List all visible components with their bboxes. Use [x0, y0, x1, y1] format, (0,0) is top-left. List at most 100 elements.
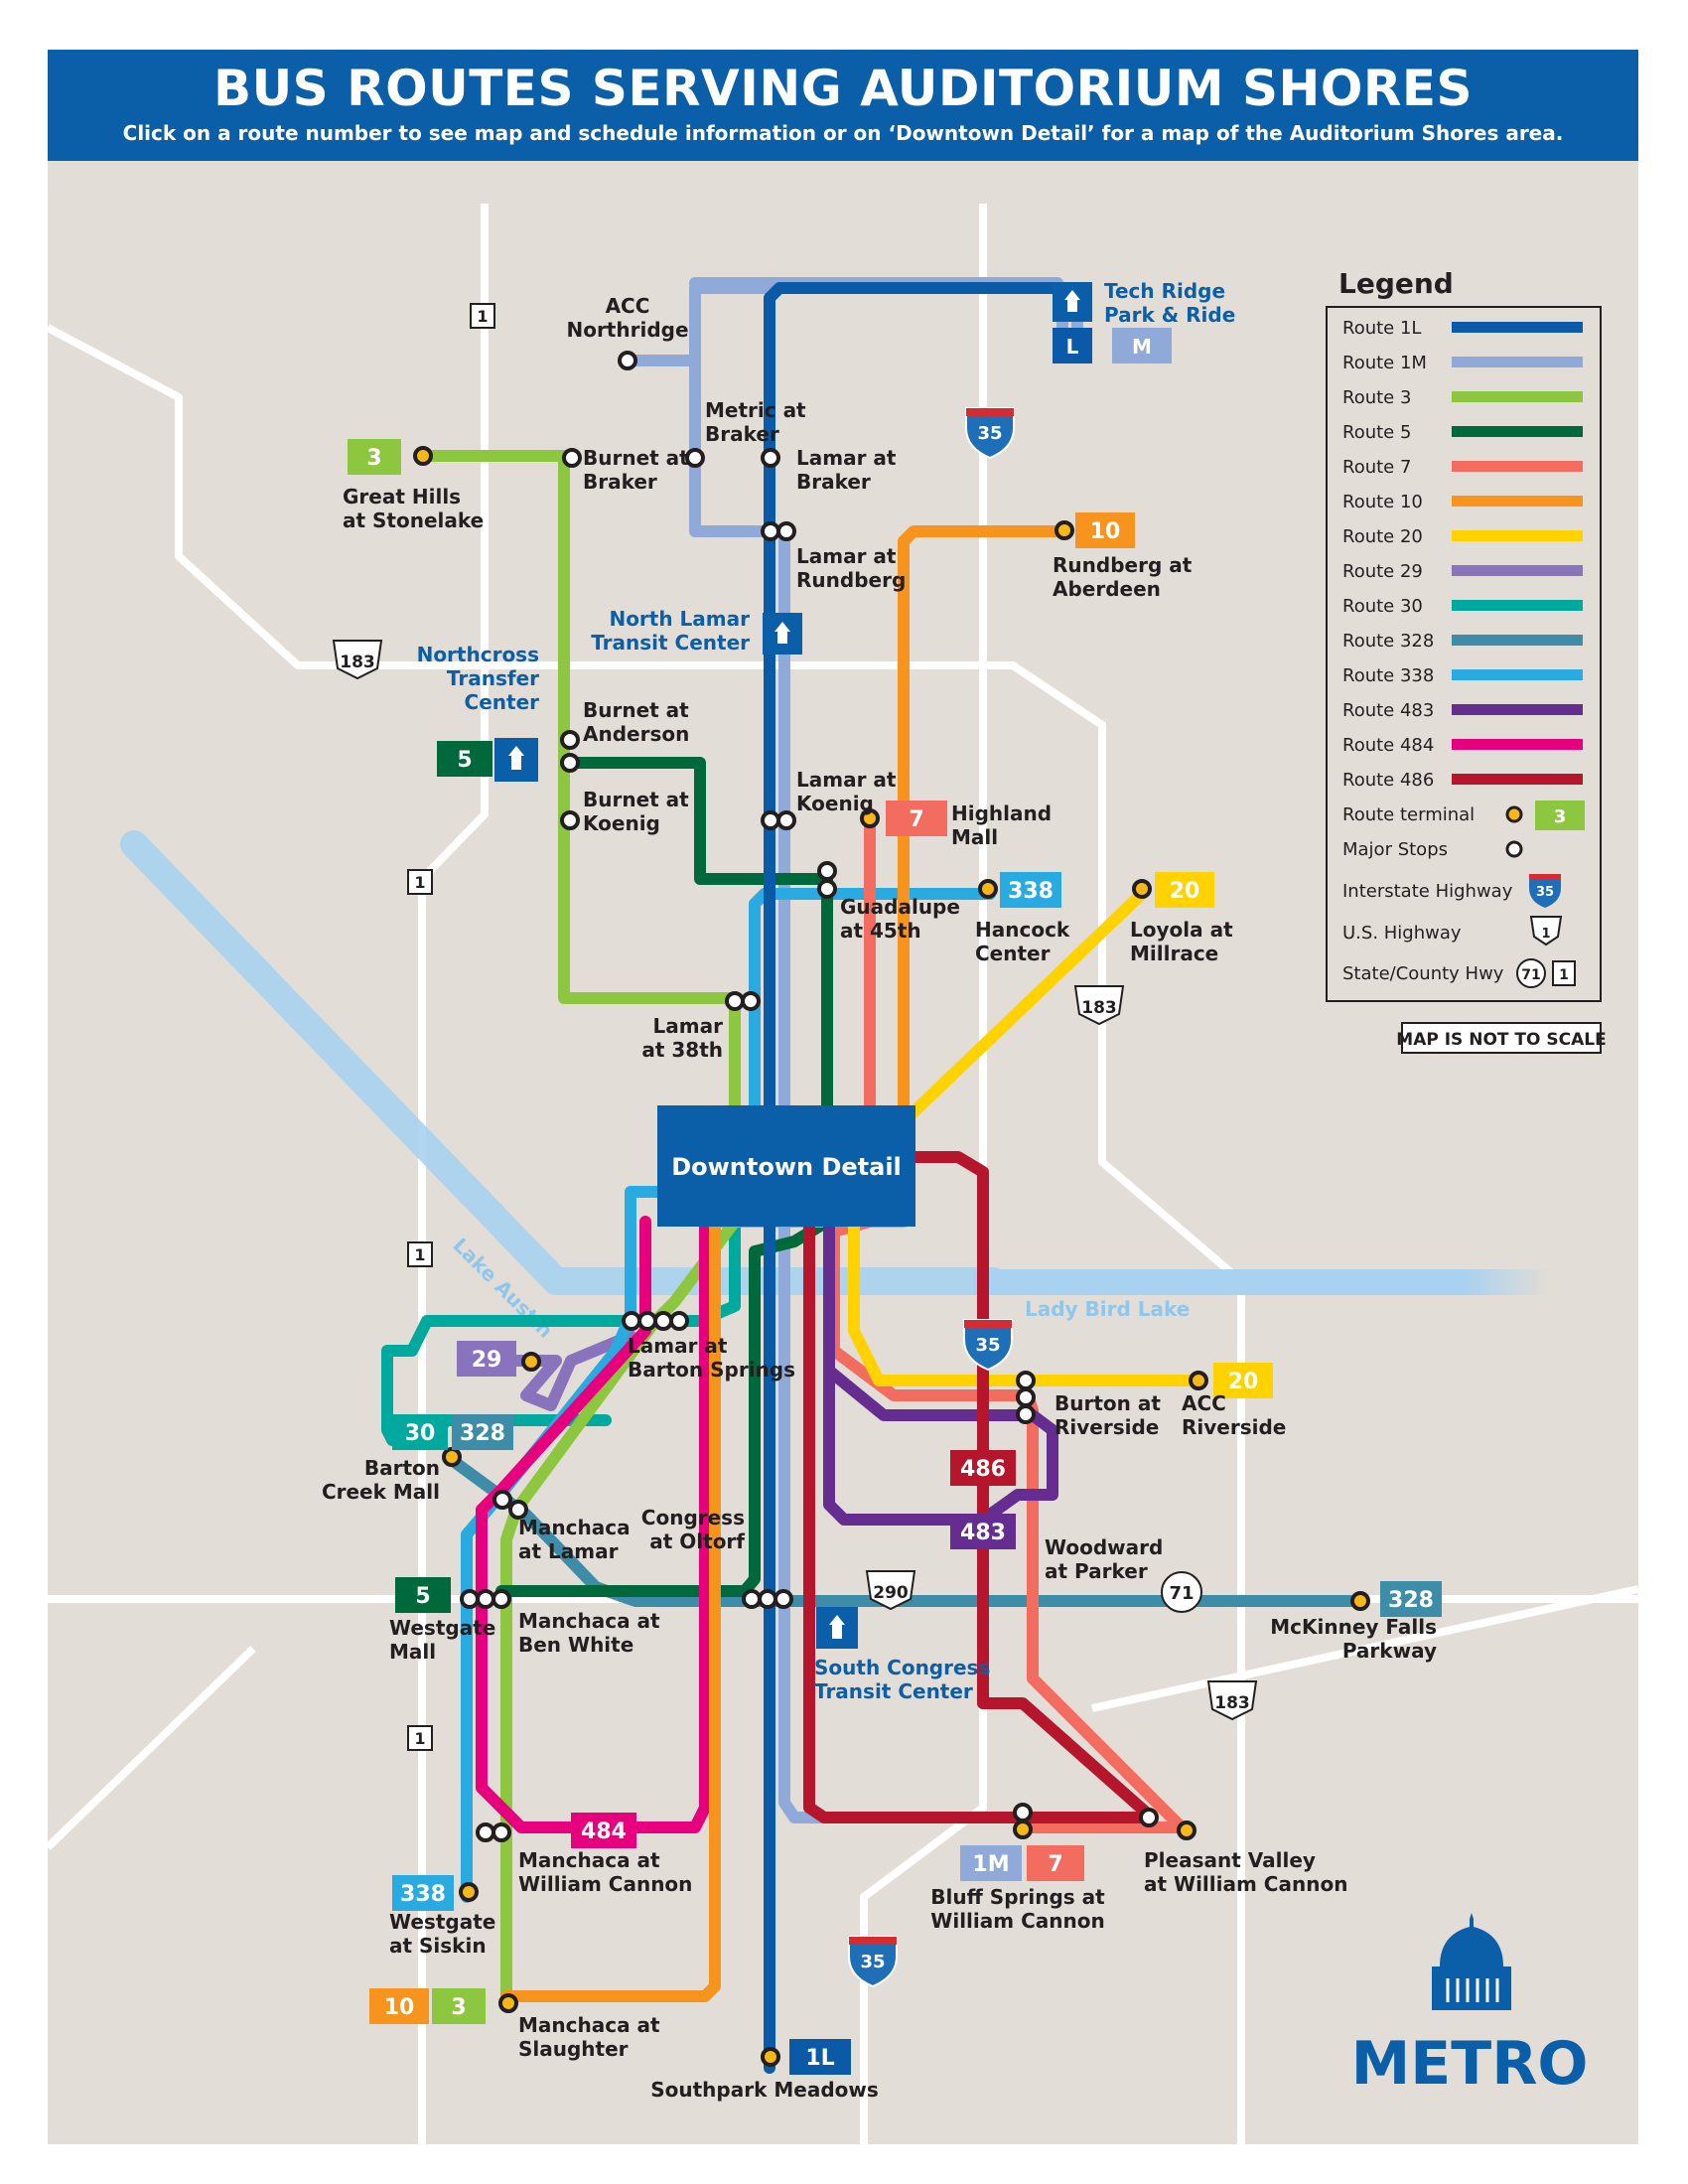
badge-route-483[interactable]: 483 [950, 1514, 1016, 1549]
badge-route-20-south[interactable]: 20 [1213, 1363, 1273, 1398]
stop-highland-mall-line: Mall [951, 825, 998, 849]
badge-route-20-north-text: 20 [1170, 879, 1200, 904]
lady-bird-lake-label: Lady Bird Lake [1025, 1297, 1190, 1321]
interstate-35-middle-icon: 35 [963, 1319, 1013, 1372]
legend-terminal-dot [1505, 805, 1523, 823]
badge-route-328-west[interactable]: 328 [452, 1414, 513, 1450]
badge-route-10-north-text: 10 [1090, 519, 1121, 544]
northcross-line-3: Center [465, 690, 540, 714]
badge-route-7-north[interactable]: 7 [886, 801, 947, 836]
i35-middle-num: 35 [975, 1335, 1000, 1356]
sh1-a-num: 1 [477, 307, 488, 326]
badge-route-20-north[interactable]: 20 [1155, 872, 1214, 908]
badge-M[interactable] [1112, 328, 1172, 364]
badge-route-29[interactable]: 29 [457, 1341, 516, 1377]
stop-westgate-mall-line: Westgate [389, 1616, 495, 1640]
stop-lamar-barton-line: Lamar at [628, 1334, 728, 1358]
legend-route-swatch [1452, 635, 1583, 646]
stop-bluff-springs-line: Bluff Springs at [930, 1885, 1105, 1909]
legend-us-label: U.S. Highway [1342, 923, 1462, 944]
legend-route-label: Route 10 [1342, 492, 1423, 512]
stop-metric-braker-line: Braker [705, 422, 779, 446]
stop-lamar-rundberg-line: Rundberg [796, 568, 906, 592]
metro-logo: METRO [1351, 1913, 1588, 2099]
route-badges: 3 10 5 7 338 20 29 20 30 328 486 483 5 3… [348, 439, 1442, 2075]
stop-markers [460, 351, 1159, 1842]
legend-state-label: State/County Hwy [1342, 963, 1504, 984]
scale-note: MAP IS NOT TO SCALE [1396, 1022, 1607, 1054]
downtown-detail-label: Downtown Detail [671, 1153, 902, 1181]
stop-burnet-anderson-line: Burnet at [583, 698, 689, 722]
legend-route-swatch [1452, 565, 1583, 576]
badge-route-7-south[interactable]: 7 [1027, 1845, 1084, 1881]
badge-route-1L-south-text: 1L [805, 2046, 834, 2071]
legend-route-swatch [1452, 496, 1583, 507]
tech-ridge-line-1: Tech Ridge [1104, 279, 1225, 303]
legend-route-label: Route 328 [1342, 631, 1434, 652]
route-483-line [823, 1216, 1058, 1526]
badge-route-486[interactable]: 486 [950, 1450, 1016, 1486]
northcross-line-1: Northcross [417, 643, 539, 666]
route-486-line [803, 1151, 1158, 1823]
stop-burnet-koenig-line: Koenig [583, 811, 660, 835]
us183-south-num: 183 [1214, 1693, 1250, 1713]
badge-route-10-south[interactable]: 10 [369, 1988, 429, 2024]
badge-route-5-south-text: 5 [415, 1584, 430, 1609]
legend-route-label: Route 484 [1342, 735, 1434, 756]
legend-route-swatch [1452, 774, 1583, 785]
badge-route-328-east[interactable]: 328 [1380, 1581, 1442, 1617]
route-484-line [476, 1216, 711, 1833]
badge-route-5-north[interactable]: 5 [437, 741, 492, 777]
sh1-c-num: 1 [414, 1245, 425, 1264]
legend-us-icon: 1 [1529, 916, 1563, 946]
legend-state-num-a: 71 [1521, 967, 1540, 983]
badge-route-338-north[interactable]: 338 [1000, 872, 1061, 908]
stop-lamar-braker-line: Braker [796, 470, 871, 494]
stop-southpark: Southpark Meadows [650, 2078, 879, 2102]
downtown-detail-button[interactable]: Downtown Detail [657, 1105, 915, 1227]
badge-route-3-north[interactable]: 3 [348, 439, 401, 475]
badge-route-484[interactable]: 484 [571, 1813, 636, 1848]
stop-acc-riverside-line: Riverside [1182, 1415, 1286, 1439]
badge-route-30[interactable]: 30 [392, 1414, 448, 1450]
badge-route-3-south[interactable]: 3 [432, 1988, 486, 2024]
stop-acc-northridge-line: ACC [606, 294, 650, 318]
badge-route-30-text: 30 [405, 1421, 436, 1446]
badge-route-10-north[interactable]: 10 [1075, 512, 1135, 548]
stop-guadalupe-45th-line: at 45th [840, 919, 921, 943]
badge-route-338-south[interactable]: 338 [392, 1875, 454, 1911]
stop-lamar-rundberg-line: Lamar at [796, 544, 897, 568]
badge-route-1M-south[interactable]: 1M [960, 1845, 1022, 1881]
legend-route-swatch [1452, 530, 1583, 541]
badge-route-5-south[interactable]: 5 [395, 1577, 451, 1613]
south-congress-line-2: Transit Center [814, 1679, 973, 1703]
stop-bluff-springs-line: William Cannon [930, 1909, 1104, 1933]
badge-M-text: M [1132, 335, 1152, 359]
legend-route-swatch [1452, 669, 1583, 680]
legend-route-swatch [1452, 600, 1583, 611]
sh1-b-num: 1 [414, 873, 425, 892]
legend-route-label: Route 29 [1342, 561, 1423, 582]
legend-major-stop-dot [1505, 840, 1523, 858]
stop-burnet-anderson-line: Anderson [583, 722, 689, 746]
legend-terminal-badge [1535, 801, 1585, 830]
badge-L[interactable] [1053, 328, 1092, 364]
badge-route-3-north-text: 3 [366, 446, 381, 471]
i35-south-num: 35 [860, 1952, 885, 1972]
stop-lamar-barton-line: Barton Springs [628, 1358, 795, 1382]
stop-congress-oltorf-line: at Oltorf [649, 1529, 745, 1553]
badge-route-5-north-text: 5 [457, 748, 472, 773]
badge-route-1L-south[interactable]: 1L [789, 2039, 851, 2075]
